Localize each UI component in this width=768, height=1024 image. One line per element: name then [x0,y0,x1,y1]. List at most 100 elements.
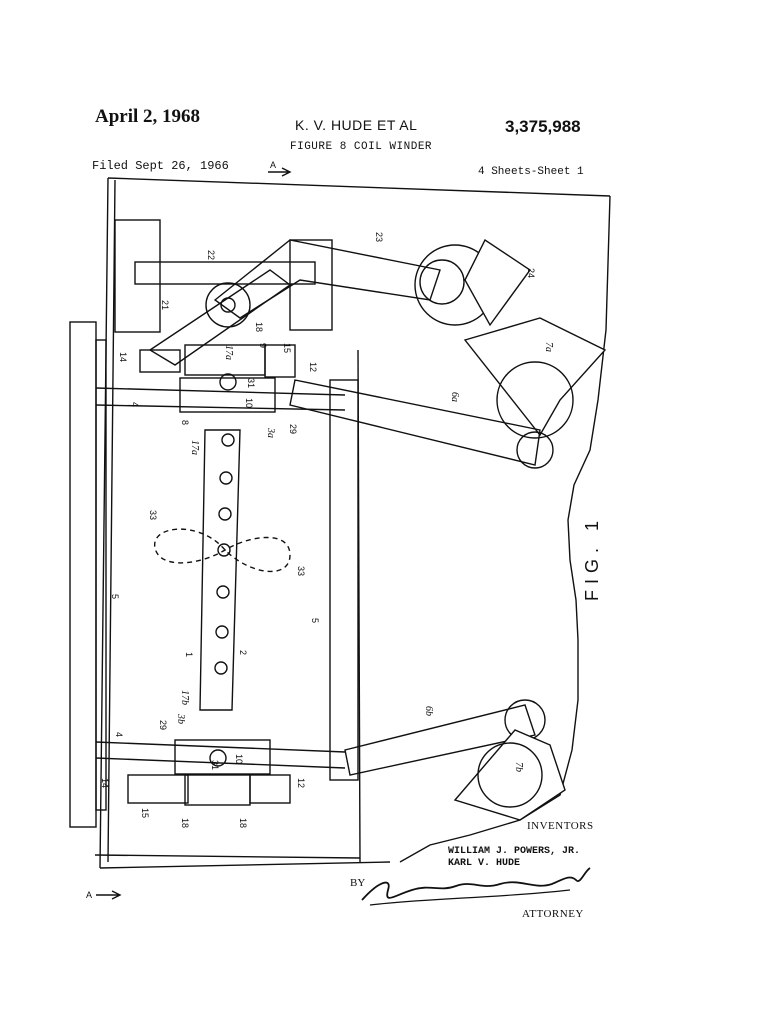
ref-label: 3b [175,713,186,724]
right-rail-5 [329,379,359,781]
top-cross-bar [134,261,316,285]
ref-label: 33 [296,566,306,576]
ref-label: 5 [310,618,320,623]
frame-bottom-inner [94,854,361,859]
inventor-line: K. V. HUDE ET AL [295,117,418,133]
base-plate [69,321,97,828]
arm-hole [217,543,231,557]
cam-sector-7a [463,317,607,437]
ref-label: 6b [423,706,434,716]
section-mark-bottom: A [86,890,92,900]
by-label: BY [350,877,366,889]
cam-disk-7a [496,361,574,439]
section-mark-top: A [270,160,276,170]
ref-label: 8 [180,420,190,425]
ref-label: 18 [238,818,248,828]
section-arrow-bottom [96,890,122,900]
base-plate-rail [95,339,107,811]
frame-top-edge [107,177,611,197]
ref-label: 17a [223,345,234,360]
upper-slider-block [179,377,276,413]
ref-label: 15 [140,808,150,818]
ref-label: 4 [114,732,124,737]
upper-block-14 [139,349,181,373]
lever-6a-hub [516,431,554,469]
ref-label: 12 [296,778,306,788]
inventor-name-1: WILLIAM J. POWERS, JR. [448,846,581,857]
upper-shaft-4 [95,387,346,411]
ref-label: 10 [244,398,254,408]
inventors-label: INVENTORS [527,820,594,832]
lower-clamp-18 [184,774,251,806]
ref-label: 29 [288,424,298,434]
ref-label: 7a [543,342,554,352]
pivot-hub-22 [205,282,251,328]
reference-labels: 22 23 24 21 18 17a 9 15 14 12 7a 4 31 10… [100,232,554,828]
ref-label: 24 [526,268,536,278]
frame-left-inner [107,179,116,863]
crank-arm-23 [213,239,441,319]
ref-label: 7b [513,762,524,772]
ref-label: 15 [282,343,292,353]
lower-block-12 [249,774,291,804]
arm-hole [218,507,232,521]
top-bracket-right [289,239,333,331]
attorney-signature [361,867,591,906]
cam-sector-24 [464,238,531,327]
ref-label: 17b [179,690,190,705]
lower-pin-31 [209,749,227,767]
arm-hole [214,661,228,675]
figure-label: FIG. 1 [582,515,602,601]
cam-disk-7b [477,742,543,808]
ref-label: 2 [238,650,248,655]
frame-left-edge [99,177,109,869]
patent-title: FIGURE 8 COIL WINDER [290,141,433,153]
upper-pin-31 [219,373,237,391]
ref-label: 14 [118,352,128,362]
filed-date: Filed Sept 26, 1966 [92,159,229,173]
sheet-count: 4 Sheets-Sheet 1 [478,166,584,178]
bracket-21 [148,269,292,366]
ref-label: 10 [234,754,244,764]
frame-bottom-edge [99,861,391,869]
attorney-label: ATTORNEY [522,908,584,920]
inventor-name-2: KARL V. HUDE [448,858,521,869]
section-arrow-top [268,167,292,177]
ref-label: 23 [374,232,384,242]
lower-slider-block [174,739,271,775]
ref-label: 33 [148,510,158,520]
winding-arm-1 [199,429,241,711]
frame-break-line [399,195,611,863]
ref-label: 21 [160,300,170,310]
figure-8-path-33 [154,528,291,573]
arm-hole [221,433,235,447]
upper-block-15 [264,344,296,378]
ref-label: 18 [254,322,264,332]
ref-label: 14 [100,778,110,788]
cam-sector-7b [453,729,566,821]
right-rail-edge [357,349,361,863]
patent-date: April 2, 1968 [95,106,201,127]
lower-shaft-4 [95,741,346,769]
arm-hole [215,625,229,639]
ref-label: 22 [206,250,216,260]
ref-label: 17a [189,440,200,455]
arm-hole [219,471,233,485]
lower-block-15 [127,774,189,804]
patent-number: 3,375,988 [505,117,581,136]
lever-6b [344,704,536,776]
ref-label: 29 [158,720,168,730]
ref-label: 6a [449,392,460,402]
ref-label: 12 [308,362,318,372]
ref-label: 4 [130,402,140,407]
top-bracket-left [114,219,161,333]
ref-label: 5 [110,594,120,599]
lever-6a [289,379,541,466]
ref-label: 1 [184,652,194,657]
ref-label: 9 [258,343,268,348]
arm-hole [216,585,230,599]
cam-hub-24 [419,259,465,305]
ref-label: 31 [246,378,256,388]
